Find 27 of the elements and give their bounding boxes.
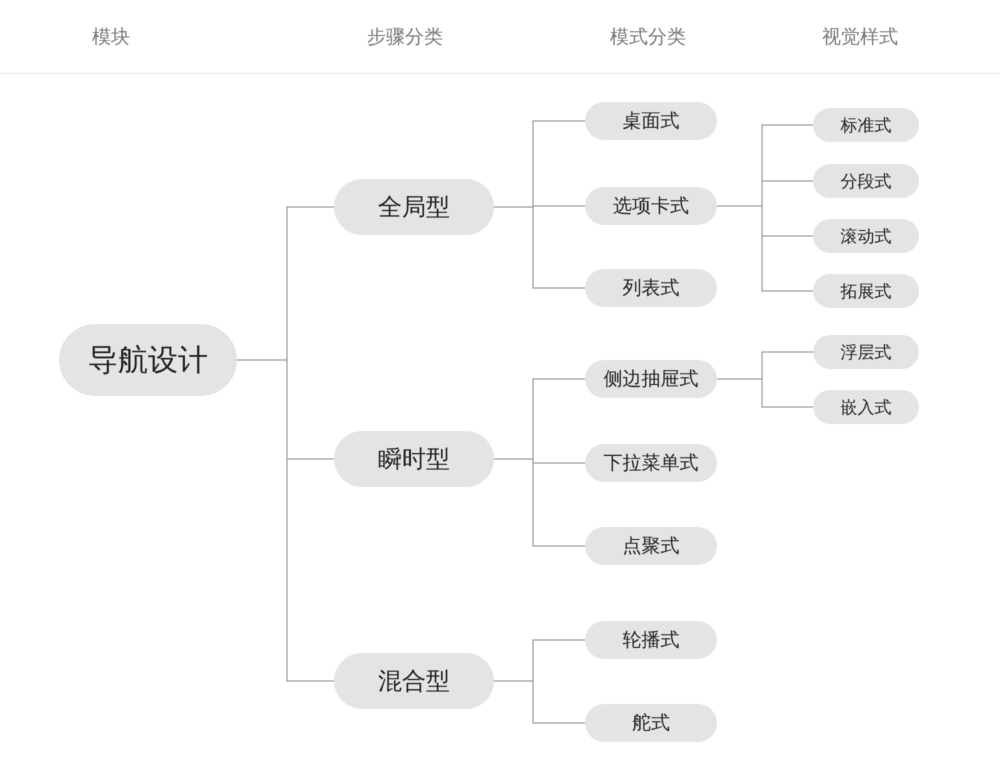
category-pill: 瞬时型 [334, 431, 494, 487]
column-heading: 视觉样式 [822, 25, 898, 50]
category-pill: 分段式 [813, 164, 919, 198]
tree-connector [494, 206, 586, 288]
category-pill: 滚动式 [813, 219, 919, 253]
tree-connector [716, 378, 814, 408]
category-pill: 混合型 [334, 653, 494, 709]
category-pill: 选项卡式 [585, 187, 717, 225]
category-pill: 浮层式 [813, 335, 919, 369]
category-pill: 导航设计 [59, 324, 237, 396]
category-pill: 轮播式 [585, 621, 717, 659]
column-heading: 模块 [92, 25, 130, 50]
category-pill: 点聚式 [585, 527, 717, 565]
category-pill: 侧边抽屉式 [585, 360, 717, 398]
column-heading: 模式分类 [610, 25, 686, 50]
tree-connector [494, 680, 586, 724]
column-heading: 步骤分类 [367, 25, 443, 50]
category-pill: 全局型 [334, 179, 494, 235]
category-pill: 舵式 [585, 704, 717, 742]
category-pill: 桌面式 [585, 102, 717, 140]
category-pill: 下拉菜单式 [585, 444, 717, 482]
category-pill: 标准式 [813, 108, 919, 142]
category-pill: 嵌入式 [813, 390, 919, 424]
tree-connector [716, 206, 814, 292]
tree-connector [494, 458, 586, 546]
category-pill: 列表式 [585, 269, 717, 307]
category-pill: 拓展式 [813, 274, 919, 308]
